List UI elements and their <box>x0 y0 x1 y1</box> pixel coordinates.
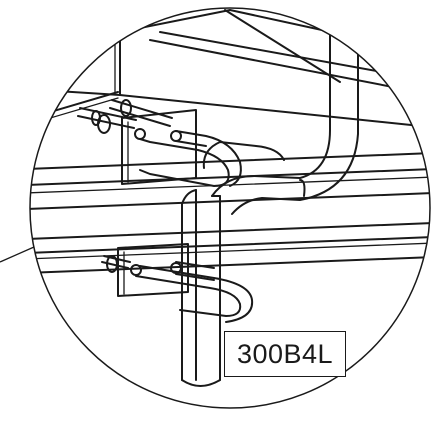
lower-rail <box>30 221 430 275</box>
mounting-plate-lower <box>117 243 189 297</box>
upper-u-bolt <box>139 130 242 187</box>
leader-line <box>0 246 35 263</box>
pipe <box>181 8 359 387</box>
part-label-box: 300B4L <box>224 331 346 377</box>
upper-bolts <box>77 99 182 142</box>
lower-u-bolt <box>135 261 254 323</box>
lower-bolts <box>101 255 182 276</box>
mounting-plate-upper <box>121 109 197 185</box>
part-label: 300B4L <box>236 338 334 369</box>
assembly <box>30 8 430 387</box>
